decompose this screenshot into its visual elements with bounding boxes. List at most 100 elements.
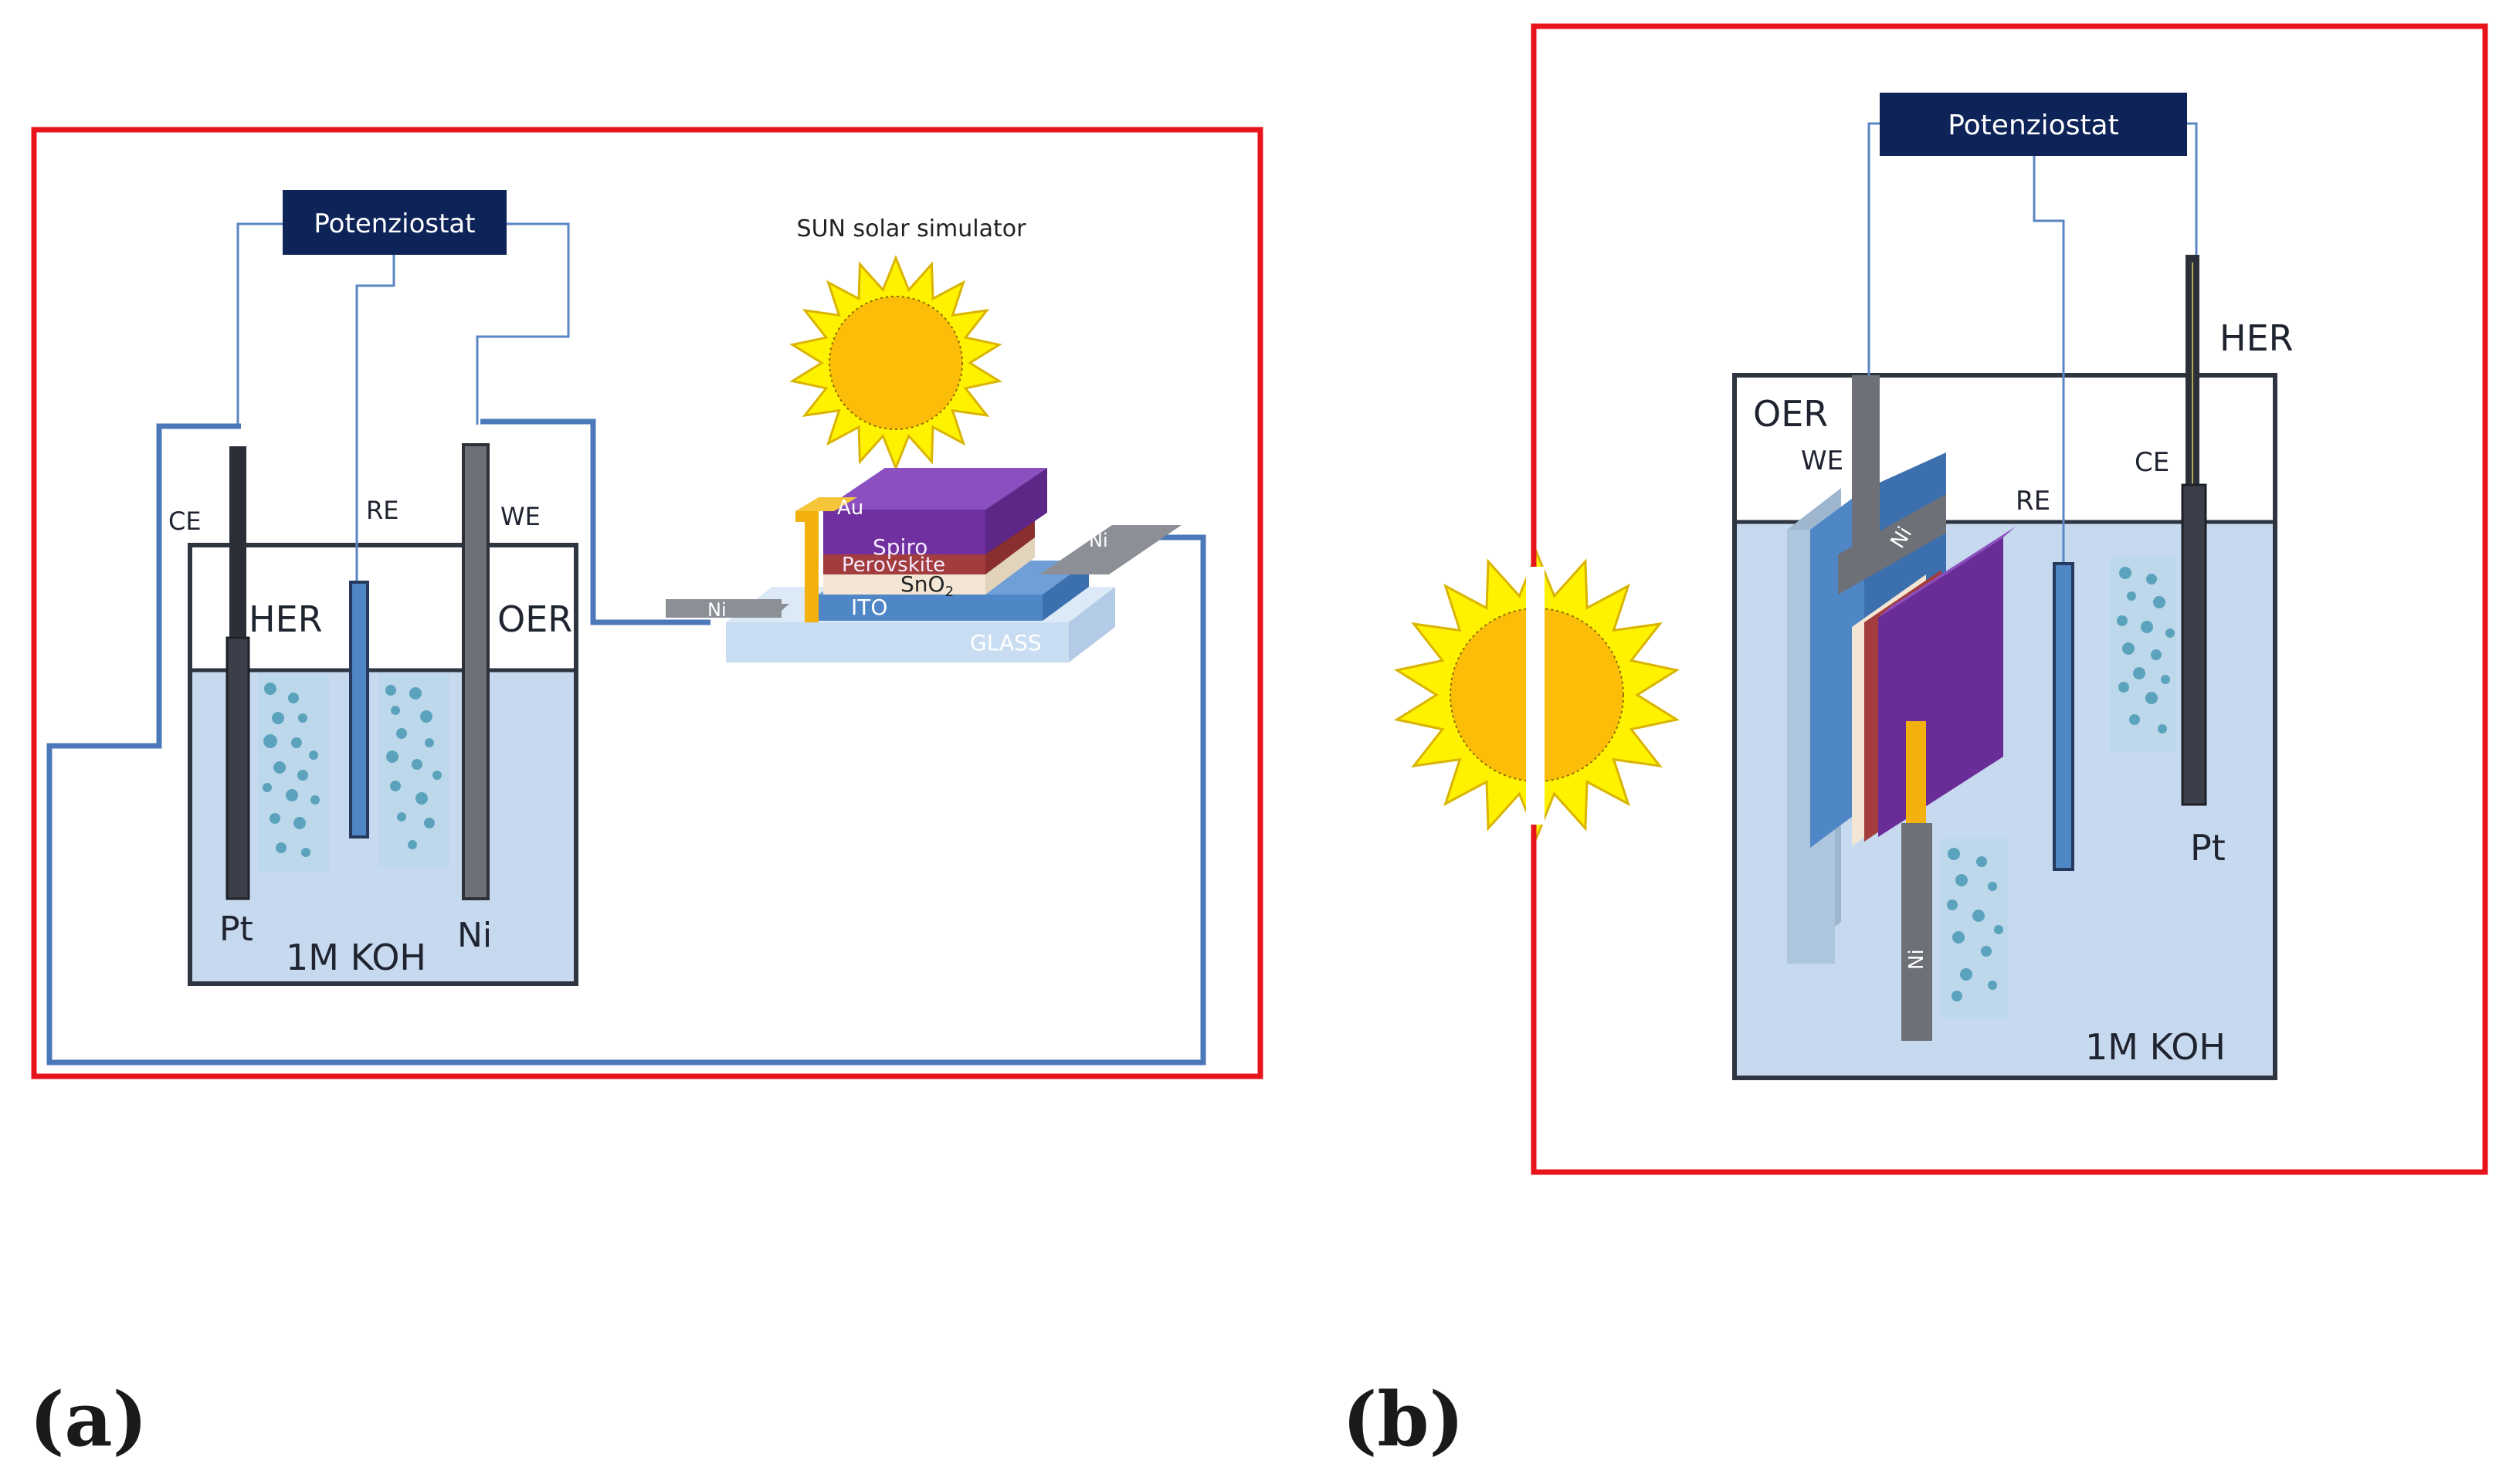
ni-right-label: Ni	[1089, 530, 1108, 551]
bubble	[1948, 848, 1960, 860]
panel-a-pt-label: Pt	[219, 910, 253, 949]
panel-a-re-label: RE	[366, 496, 398, 525]
spiro-top	[823, 468, 1047, 510]
bubble	[1947, 900, 1958, 910]
spiro-layer	[823, 510, 985, 554]
au-contact	[795, 511, 819, 622]
bubble	[293, 817, 306, 829]
ni-left-label: Ni	[707, 599, 727, 621]
panel-b-oer-label: OER	[1753, 393, 1828, 435]
bubble	[286, 789, 298, 801]
bubble	[1960, 968, 1972, 981]
spiro-label: Spiro	[873, 534, 927, 560]
panel-b-wire-ce	[2187, 122, 2198, 255]
bubble	[2122, 642, 2135, 655]
panel-a-circuit-right	[480, 418, 710, 625]
bubble	[391, 706, 400, 715]
bubble	[272, 712, 284, 724]
panel-a-potentiostat-box	[283, 190, 507, 255]
perovskite-side	[985, 517, 1035, 574]
panel-b-pt-label: Pt	[2190, 827, 2226, 869]
sno2-layer	[823, 574, 985, 595]
caption-a: (a)	[29, 1376, 148, 1463]
panel-a-ni-electrode	[462, 443, 490, 900]
bubble	[1994, 925, 2003, 934]
spiro-side	[985, 468, 1047, 554]
glass-label: GLASS	[970, 630, 1042, 656]
panel-a: Potenziostat CE RE WE HER OER Pt Ni 1M K…	[46, 190, 1206, 1066]
bubble	[390, 781, 401, 791]
panel-b-wire-we	[1867, 122, 1880, 375]
bubble	[397, 812, 406, 822]
au-top	[795, 497, 857, 511]
panel-b: Potenziostat Ni Ni OER WE RE CE HER	[1393, 93, 2294, 1080]
bubble	[2165, 628, 2175, 638]
panel-b-frame-gap	[1526, 567, 1545, 825]
panel-b-potentiostat-label: Potenziostat	[1948, 110, 2119, 141]
panel-a-ni-label: Ni	[457, 916, 492, 955]
bubble	[386, 750, 398, 763]
panel-a-sun-icon	[789, 254, 1002, 472]
bubble	[2146, 574, 2157, 584]
panel-b-her-label: HER	[2219, 317, 2294, 359]
bubble	[424, 818, 435, 828]
bubble	[2133, 667, 2145, 679]
bubble	[1952, 991, 1962, 1001]
panel-a-sun-label: SUN solar simulator	[797, 215, 1027, 242]
panel-a-bubble-column-left	[258, 673, 329, 872]
panel-a-wire-ce	[236, 222, 286, 425]
bubble	[309, 750, 318, 760]
bubble	[2117, 615, 2128, 626]
bubble	[1981, 946, 1992, 957]
bubble	[408, 840, 417, 849]
panel-a-wire-we	[476, 222, 570, 425]
bubble	[2153, 596, 2165, 608]
bubble	[273, 761, 286, 774]
bubble	[270, 813, 280, 824]
bubble	[1988, 981, 1997, 990]
bubble	[276, 842, 287, 853]
panel-b-spiro-edge	[1878, 527, 2016, 618]
panel-b-gold-contact	[1906, 721, 1926, 837]
panel-b-ce-label: CE	[2135, 447, 2169, 478]
bubble	[2129, 714, 2140, 725]
panel-a-electrolyte-label: 1M KOH	[286, 937, 426, 978]
au-label: Au	[837, 496, 863, 520]
bubble	[1976, 856, 1987, 867]
bubble	[291, 737, 302, 748]
glass-side	[1069, 587, 1115, 662]
bubble	[409, 687, 422, 700]
ni-contact-left-front	[666, 599, 782, 618]
perovskite-label: Perovskite	[842, 554, 945, 577]
panel-a-re-electrode	[349, 581, 369, 839]
perovskite-layer	[823, 554, 985, 574]
bubble	[432, 771, 442, 780]
bubble	[263, 783, 272, 792]
panel-b-bubbles	[1947, 567, 2175, 1001]
panel-a-bubble-column-right	[378, 673, 449, 866]
panel-b-cell	[1732, 373, 2277, 1080]
panel-a-frame	[31, 127, 1263, 1079]
panel-b-bubble-column-ce	[2110, 556, 2176, 752]
panel-a-solar-cell: GLASS ITO SnO2 Perovskite Spiro Au	[666, 468, 1182, 662]
panel-a-oer-label: OER	[497, 598, 572, 640]
panel-b-potentiostat-box	[1880, 93, 2187, 156]
bubble	[1988, 882, 1997, 891]
panel-b-we-label: WE	[1801, 446, 1843, 476]
bubble	[385, 685, 396, 696]
ni-contact-right	[1039, 525, 1182, 574]
bubble	[425, 738, 434, 747]
panel-b-ni-top-stem	[1852, 375, 1880, 554]
bubble	[2161, 675, 2170, 684]
bubble	[297, 770, 308, 781]
panel-a-circuit-left	[46, 423, 1206, 1066]
panel-b-pt-electrode	[2181, 483, 2207, 806]
bubble	[288, 693, 299, 703]
panel-a-we-label: WE	[500, 502, 541, 531]
bubble	[2141, 621, 2153, 633]
panel-a-ce-label: CE	[168, 507, 202, 536]
bubble	[263, 734, 277, 748]
bubble	[301, 848, 310, 857]
